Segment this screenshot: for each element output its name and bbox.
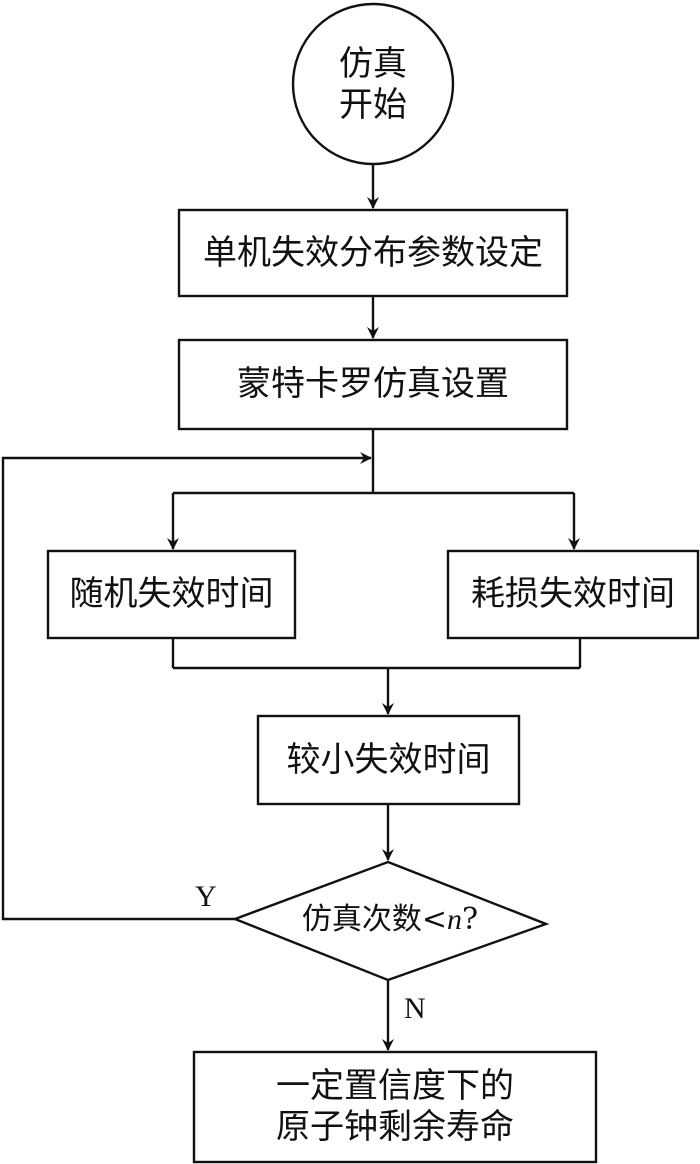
wear-node-label: 耗损失效时间 bbox=[471, 574, 675, 615]
result-line-1: 一定置信度下的 bbox=[276, 1066, 514, 1107]
random-node-shape bbox=[46, 549, 297, 640]
yes-label: Y bbox=[195, 880, 217, 913]
result-node-shape bbox=[192, 1050, 598, 1164]
start-line-1: 仿真 bbox=[339, 44, 407, 85]
random-node-label: 随机失效时间 bbox=[69, 574, 274, 615]
edge-decision-loop bbox=[1, 452, 372, 921]
start-node-label: 仿真 开始 bbox=[293, 20, 453, 150]
min-node-label: 较小失效时间 bbox=[286, 739, 491, 780]
result-node-label: 一定置信度下的 原子钟剩余寿命 bbox=[194, 1052, 596, 1162]
min-node-shape bbox=[256, 714, 521, 806]
params-node-label: 单机失效分布参数设定 bbox=[203, 232, 543, 273]
mcsetup-node-label: 蒙特卡罗仿真设置 bbox=[237, 364, 509, 405]
decision-node-label: 仿真次数<n? bbox=[255, 890, 525, 950]
params-node-shape bbox=[177, 208, 569, 298]
wear-node-shape bbox=[446, 549, 700, 640]
decision-text-suffix: ? bbox=[462, 902, 479, 937]
start-line-2: 开始 bbox=[339, 85, 407, 125]
decision-text-prefix: 仿真次数< bbox=[301, 902, 448, 937]
result-line-2: 原子钟剩余寿命 bbox=[276, 1107, 514, 1147]
decision-text-var: n bbox=[447, 903, 463, 936]
no-label: N bbox=[404, 992, 426, 1025]
